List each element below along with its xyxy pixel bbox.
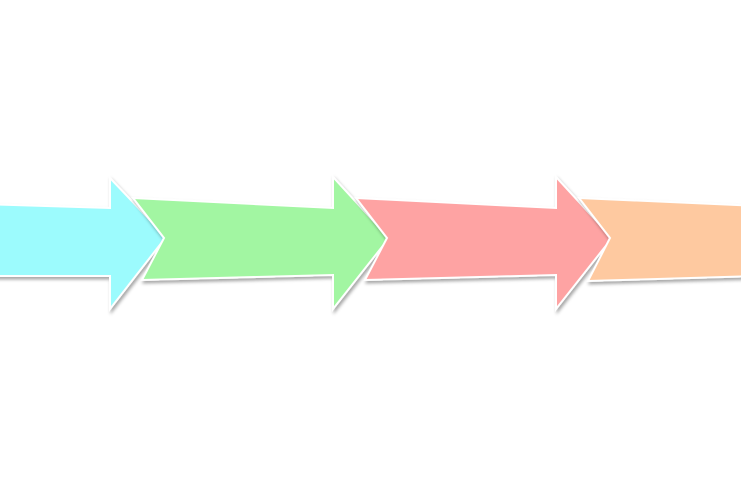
process-arrow-2 (130, 174, 391, 312)
process-arrow-3 (353, 174, 614, 312)
arrow-group (0, 174, 741, 312)
process-arrow-4 (576, 196, 741, 283)
process-arrow-1 (0, 175, 168, 312)
